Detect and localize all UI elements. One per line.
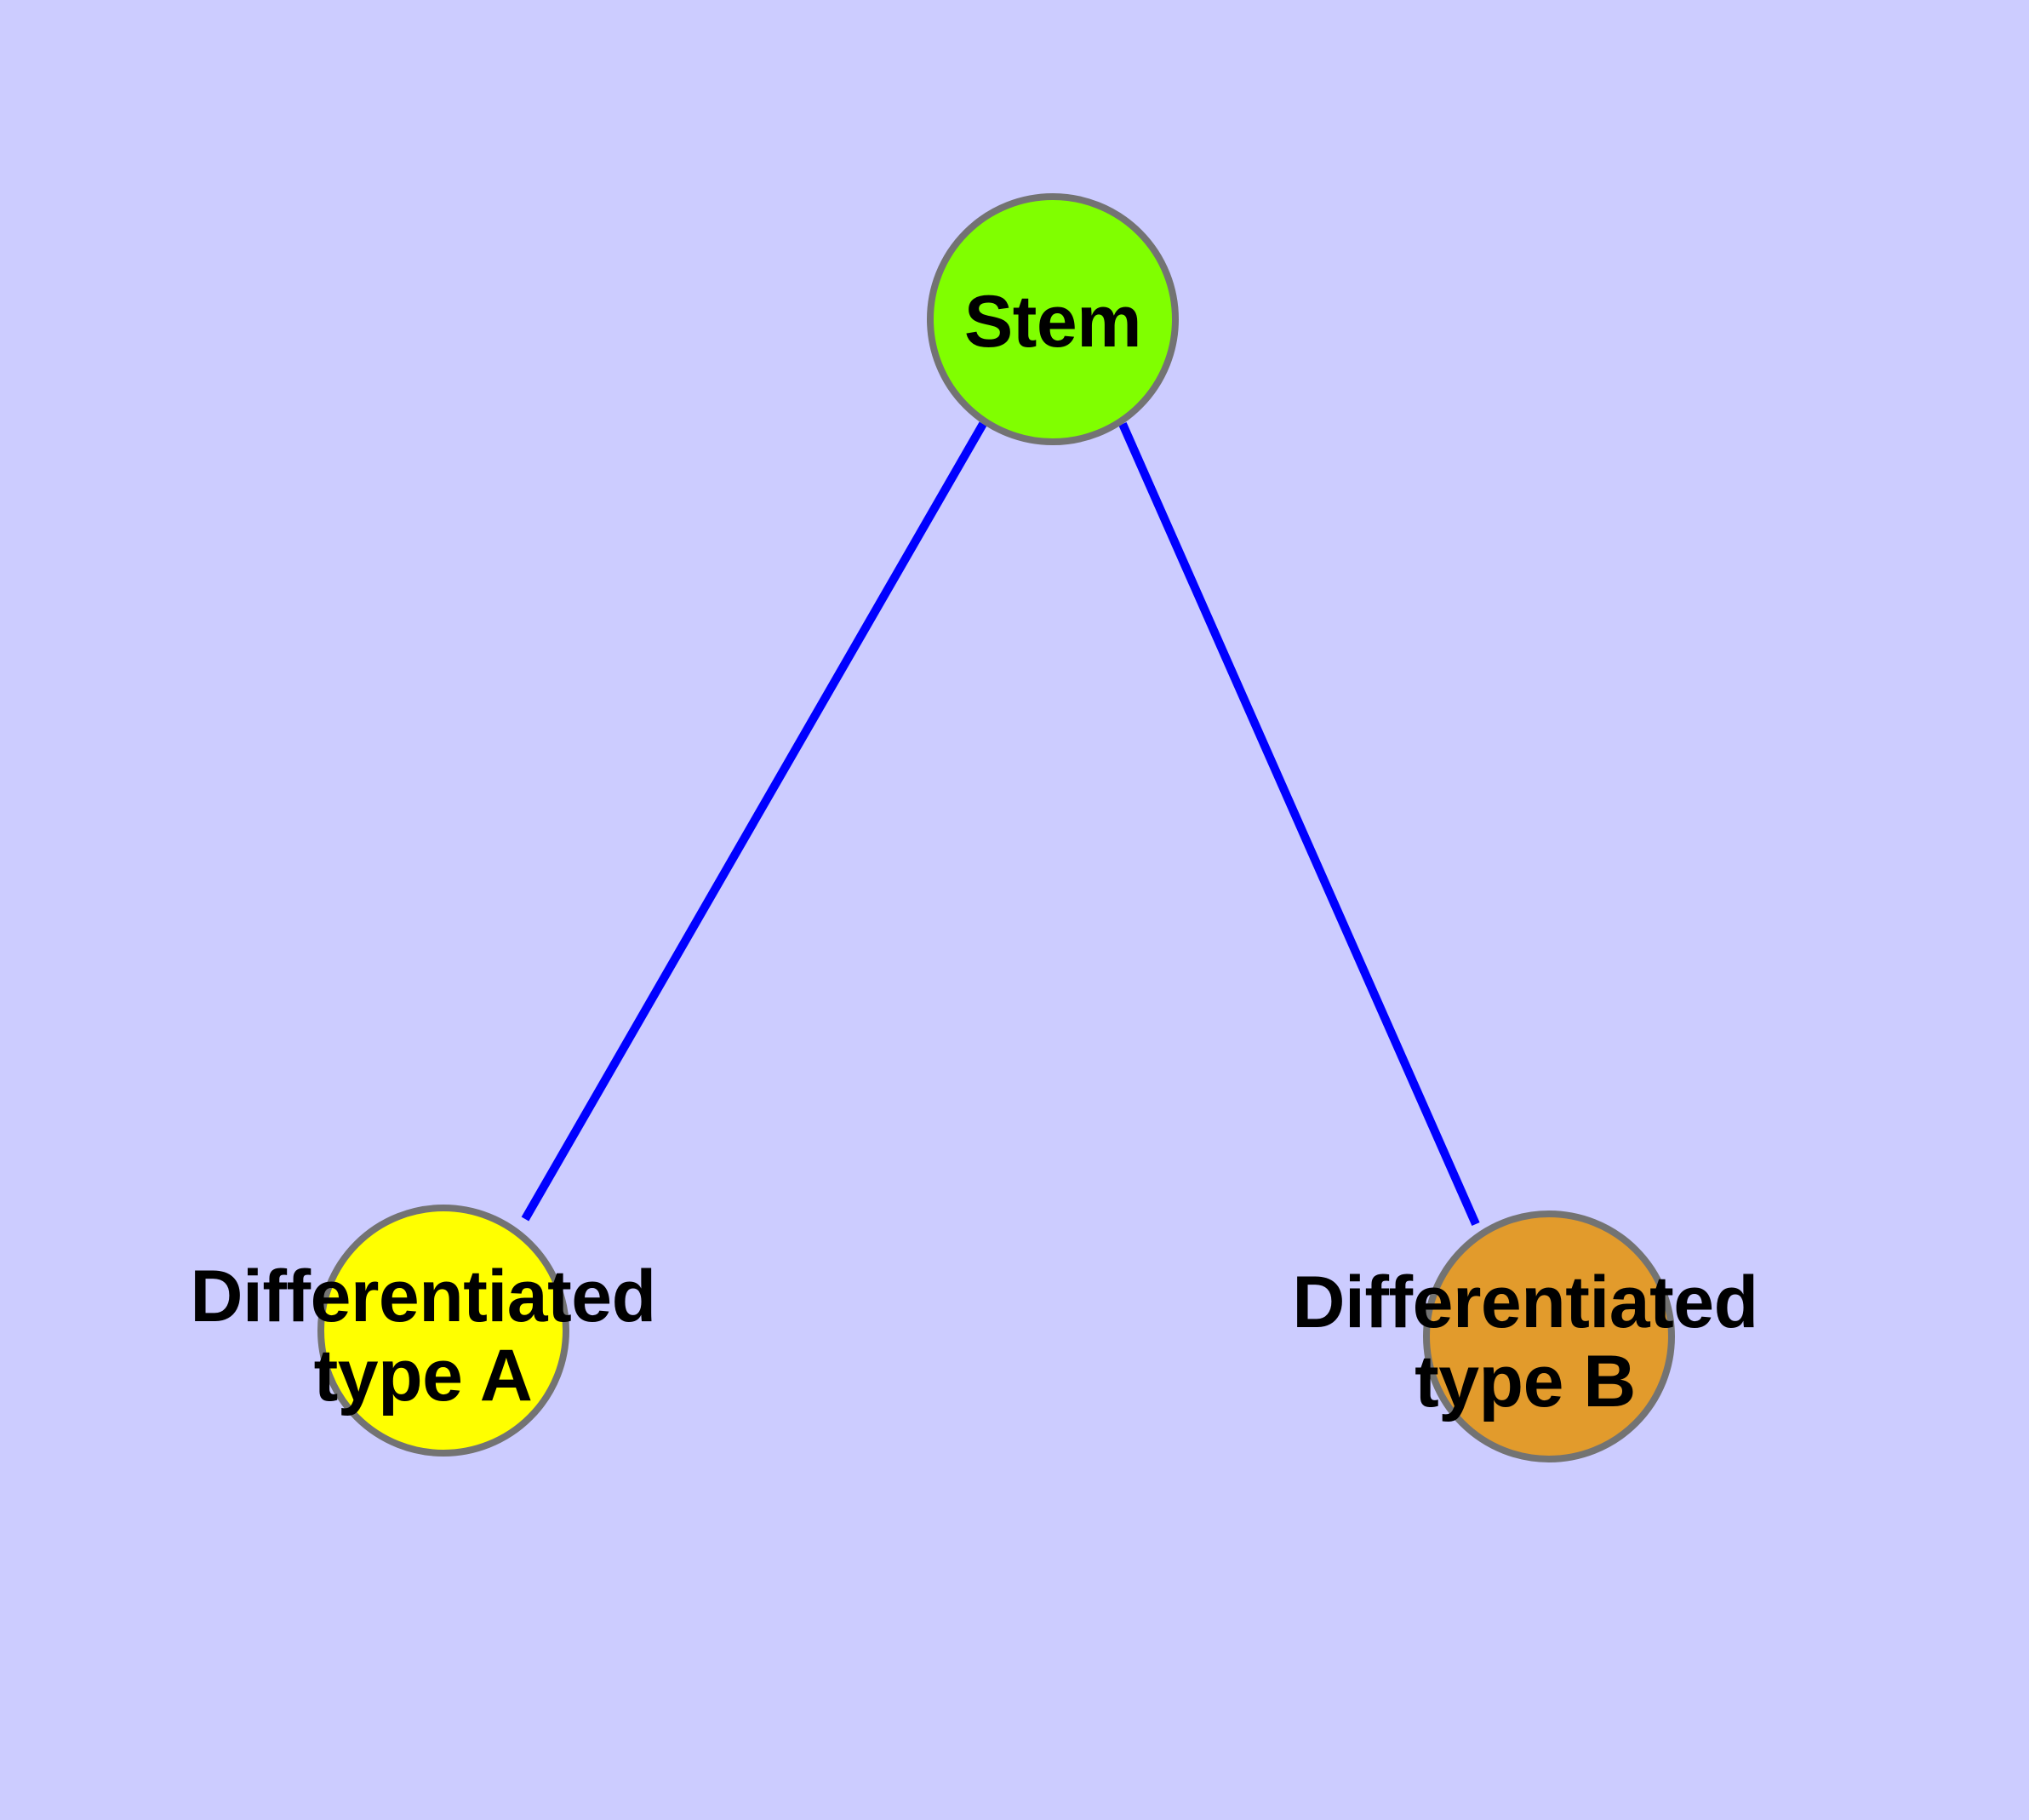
edge-stem-to-differentiated-type-a[interactable] <box>521 421 987 1222</box>
node-differentiated-type-b[interactable] <box>1423 1210 1675 1462</box>
node-differentiated-type-a[interactable] <box>317 1205 569 1457</box>
edge-stem-to-differentiated-type-b[interactable] <box>1118 421 1480 1227</box>
node-stem[interactable] <box>927 193 1179 445</box>
